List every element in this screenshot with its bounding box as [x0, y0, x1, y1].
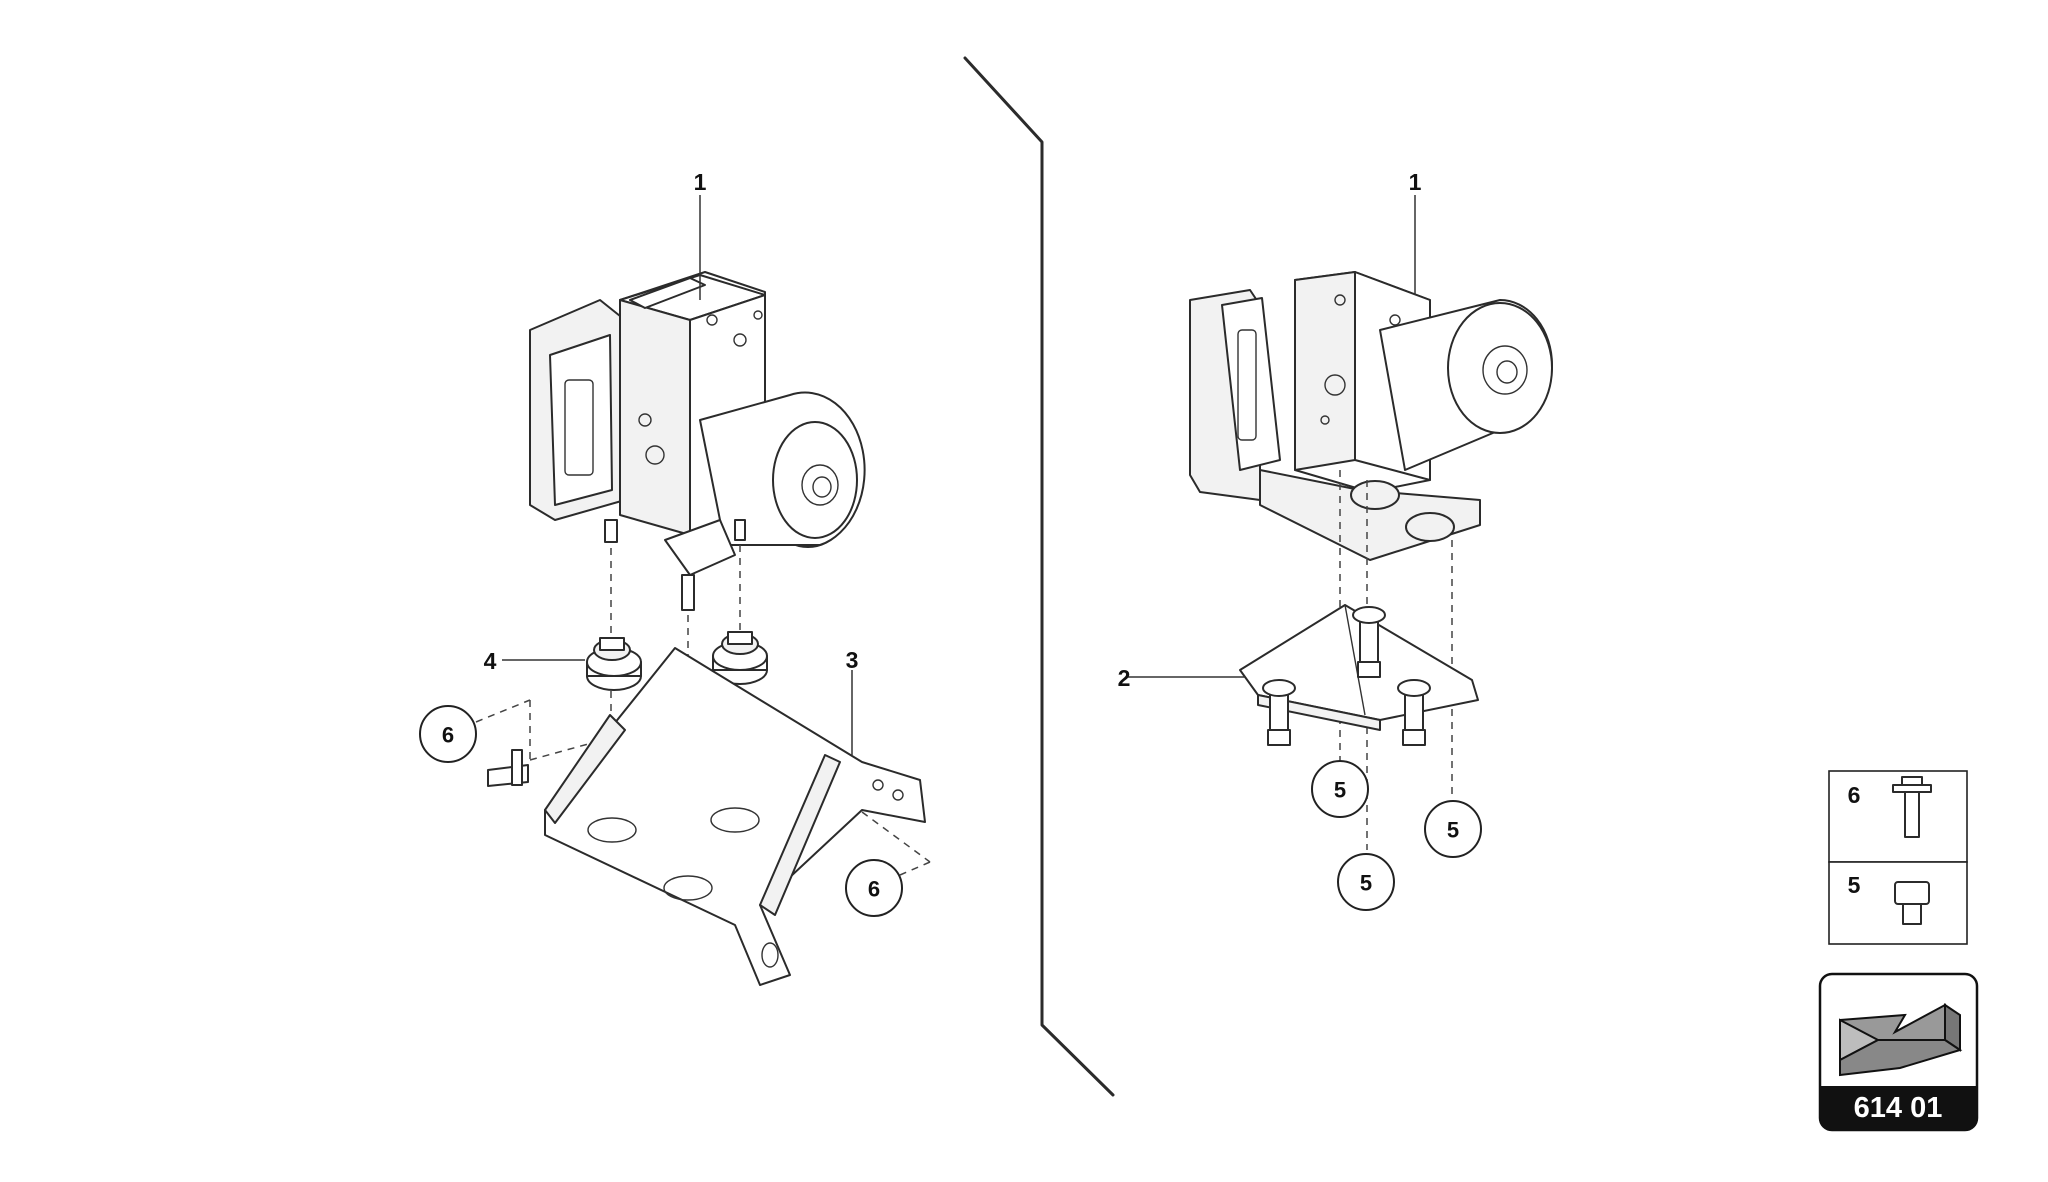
mounting-bracket-right[interactable] — [1239, 604, 1479, 746]
callout-bolt-lower[interactable]: 6 — [845, 859, 903, 917]
arrow-icon — [1839, 1003, 1963, 1077]
callout-pump-right: 1 — [1409, 169, 1422, 195]
rubber-mount-1[interactable] — [586, 637, 642, 691]
callout-mount-left: 4 — [484, 648, 497, 674]
reference-badge[interactable]: 614 01 — [1818, 972, 1979, 1132]
fastener-legend: 6 5 — [1828, 770, 1968, 945]
abs-pump-unit-left[interactable] — [529, 271, 866, 611]
right-view: 1 2 5 5 5 — [1118, 169, 1553, 911]
legend-number-nut: 5 — [1848, 872, 1861, 898]
mounting-bracket-left[interactable] — [487, 647, 926, 986]
rubber-mount-2[interactable] — [712, 631, 768, 685]
bolt-icon — [1892, 776, 1932, 838]
callout-bracket-right: 2 — [1118, 665, 1131, 691]
callout-bolt-upper[interactable]: 6 — [419, 705, 477, 763]
left-view: 1 4 3 6 6 — [419, 169, 931, 986]
callout-nut-c-label: 5 — [1447, 818, 1459, 843]
callout-nut-a-label: 5 — [1334, 778, 1346, 803]
view-divider-line — [963, 56, 1115, 1097]
callout-nut-b[interactable]: 5 — [1337, 853, 1395, 911]
callout-nut-c[interactable]: 5 — [1424, 800, 1482, 858]
reference-code: 614 01 — [1854, 1092, 1943, 1124]
callout-nut-b-label: 5 — [1360, 871, 1372, 896]
callout-bolt-upper-label: 6 — [442, 723, 454, 748]
nut-icon — [1894, 881, 1930, 925]
callout-pump-left: 1 — [694, 169, 707, 195]
callout-nut-a[interactable]: 5 — [1311, 760, 1369, 818]
legend-number-bolt: 6 — [1848, 782, 1861, 808]
callout-bracket-left: 3 — [846, 647, 859, 673]
abs-pump-unit-right[interactable] — [1189, 271, 1553, 561]
callout-bolt-lower-label: 6 — [868, 877, 880, 902]
